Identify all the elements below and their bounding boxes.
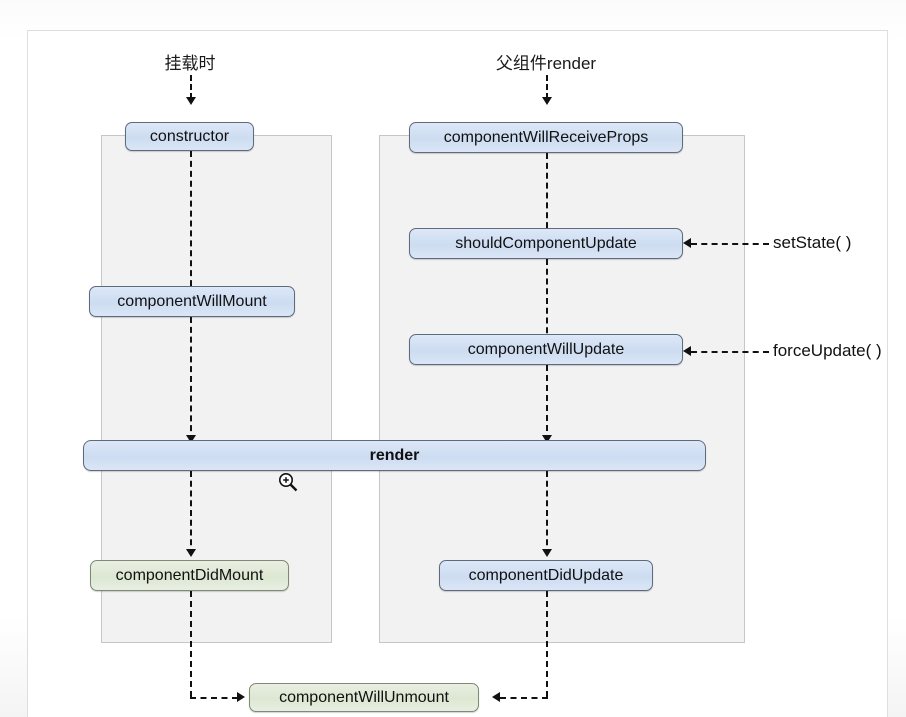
node-component-will-mount[interactable]: componentWillMount [89, 286, 295, 317]
connector-did-update-vertical [546, 591, 548, 697]
node-component-did-update[interactable]: componentDidUpdate [439, 560, 653, 591]
arrowhead-did-update [542, 549, 552, 557]
arrowhead-did-mount [186, 549, 196, 557]
arrowhead-force-update [683, 346, 691, 356]
arrowhead-mount-title [186, 97, 196, 105]
arrowhead-render-right [542, 435, 552, 443]
arrowhead-render-left [186, 435, 196, 443]
label-set-state: setState( ) [773, 233, 852, 252]
panel-mount-phase [101, 135, 332, 643]
arrowhead-update-title [542, 97, 552, 105]
connector-render-to-did-update [546, 471, 548, 555]
column-title-update: 父组件render [495, 54, 597, 73]
connector-force-update [691, 351, 769, 353]
node-component-will-unmount[interactable]: componentWillUnmount [249, 683, 479, 712]
diagram-frame: 挂载时 父组件render constructor componentWillM… [27, 30, 888, 717]
label-force-update: forceUpdate( ) [773, 341, 882, 360]
node-constructor[interactable]: constructor [125, 122, 254, 151]
connector-will-mount-to-render [190, 317, 192, 441]
connector-scu-to-cwu [546, 259, 548, 343]
connector-did-update-horizontal [500, 697, 548, 699]
connector-did-mount-horizontal [190, 697, 238, 699]
node-component-will-update[interactable]: componentWillUpdate [409, 334, 683, 365]
node-component-will-receive-props[interactable]: componentWillReceiveProps [409, 122, 683, 153]
connector-constructor-to-will-mount [190, 151, 192, 296]
connector-mount-title-to-constructor [190, 75, 192, 99]
connector-cwrp-to-scu [546, 153, 548, 238]
arrowhead-unmount-left [237, 692, 245, 702]
column-title-mount: 挂载时 [164, 54, 216, 73]
node-should-component-update[interactable]: shouldComponentUpdate [409, 228, 683, 259]
arrowhead-unmount-right [492, 692, 500, 702]
connector-set-state [691, 243, 769, 245]
node-render[interactable]: render [83, 440, 706, 471]
zoom-in-cursor-icon [279, 473, 298, 492]
connector-cwu-to-render [546, 365, 548, 441]
panel-update-phase [379, 135, 745, 643]
connector-render-to-did-mount [190, 471, 192, 555]
node-component-did-mount[interactable]: componentDidMount [90, 560, 289, 591]
connector-update-title-to-cwrp [546, 75, 548, 99]
connector-did-mount-vertical [190, 591, 192, 697]
arrowhead-set-state [683, 238, 691, 248]
